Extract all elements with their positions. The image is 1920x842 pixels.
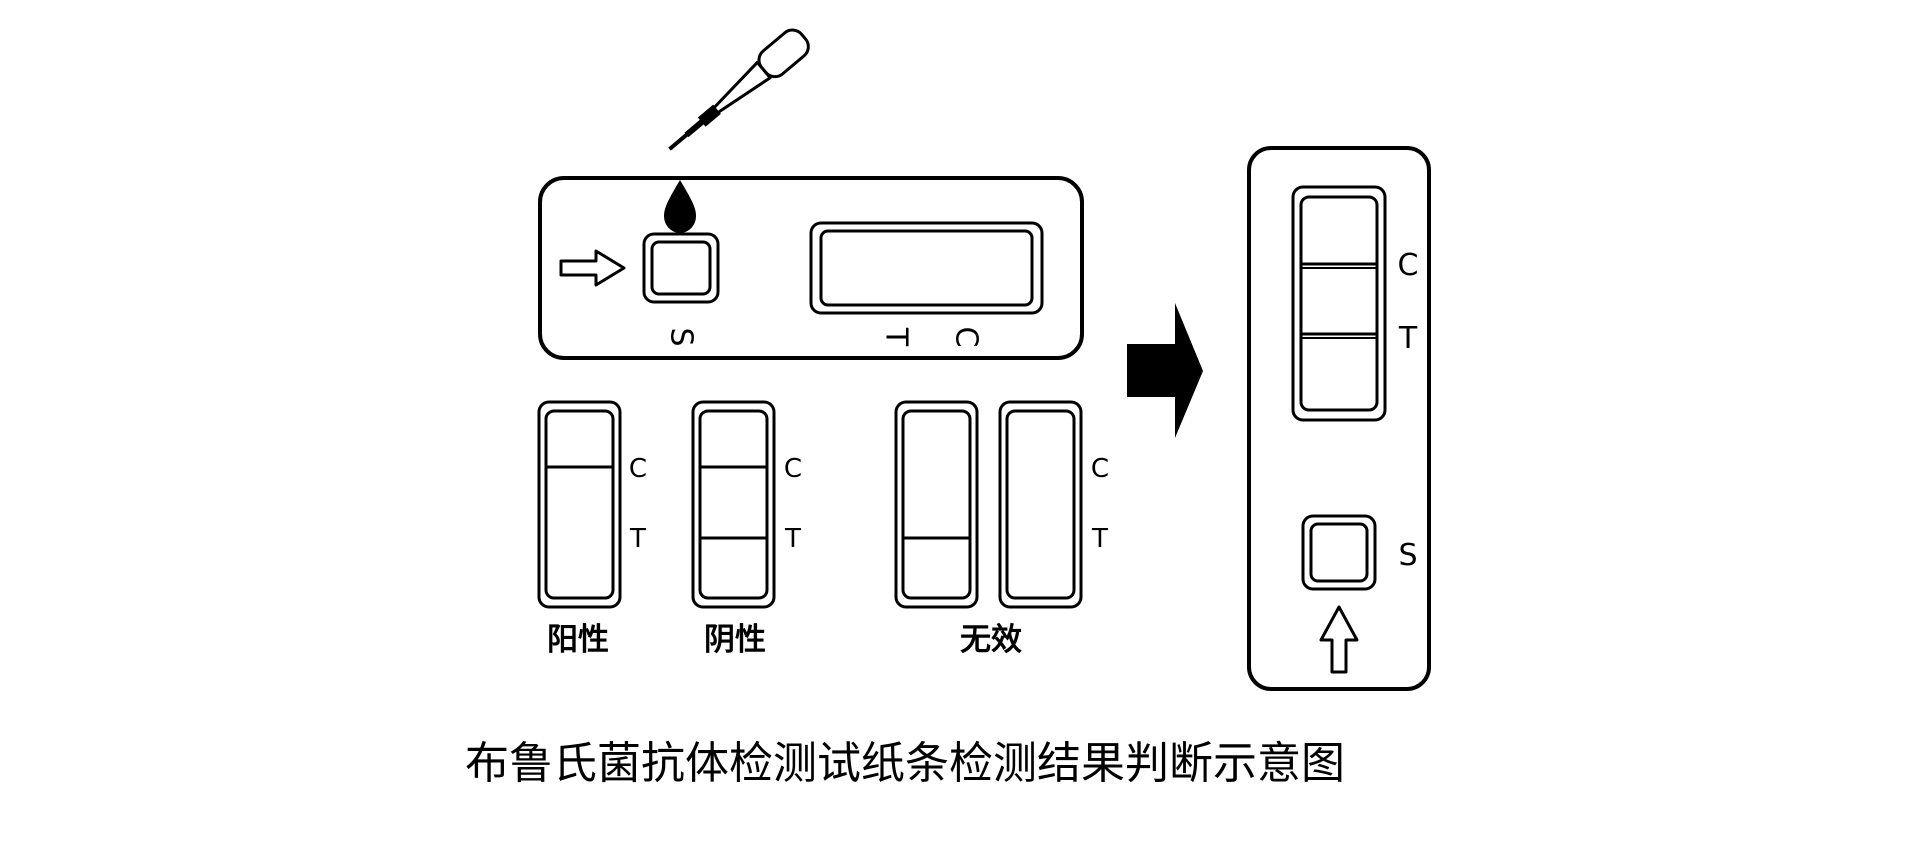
vertical-window-inner	[1299, 195, 1379, 412]
dropper-icon	[668, 28, 810, 151]
vertical-sample-well-inner	[1309, 522, 1369, 583]
negative-label-t: T	[784, 524, 801, 554]
cassette-label-c: C	[949, 327, 984, 348]
vertical-label-s: S	[1398, 538, 1417, 573]
horizontal-cassette: S T C	[538, 176, 1084, 360]
flow-arrow-right-icon	[559, 249, 626, 287]
cassette-label-s: S	[664, 327, 699, 346]
strip-invalid-2	[998, 400, 1083, 609]
droplet-icon	[664, 180, 696, 233]
big-arrow-right-icon	[1127, 303, 1203, 438]
result-label-positive: 阳性	[547, 622, 609, 658]
vertical-label-c: C	[1398, 248, 1419, 283]
flow-arrow-up-icon	[1319, 605, 1359, 674]
negative-label-c: C	[784, 454, 802, 484]
result-label-negative: 阴性	[704, 622, 766, 658]
strip-positive	[537, 400, 622, 609]
vertical-label-t: T	[1398, 321, 1418, 356]
positive-label-c: C	[629, 454, 647, 484]
result-window-inner	[819, 229, 1034, 307]
strip-invalid-1	[894, 400, 979, 609]
result-label-invalid: 无效	[960, 622, 1022, 658]
sample-well-inner	[650, 240, 712, 296]
invalid-label-c: C	[1091, 454, 1109, 484]
strip-negative	[691, 400, 776, 609]
positive-label-t: T	[629, 524, 646, 554]
cassette-label-t: T	[879, 327, 914, 347]
invalid-label-t: T	[1091, 524, 1108, 554]
diagram-title: 布鲁氏菌抗体检测试纸条检测结果判断示意图	[465, 738, 1345, 789]
vertical-cassette	[1247, 146, 1431, 691]
